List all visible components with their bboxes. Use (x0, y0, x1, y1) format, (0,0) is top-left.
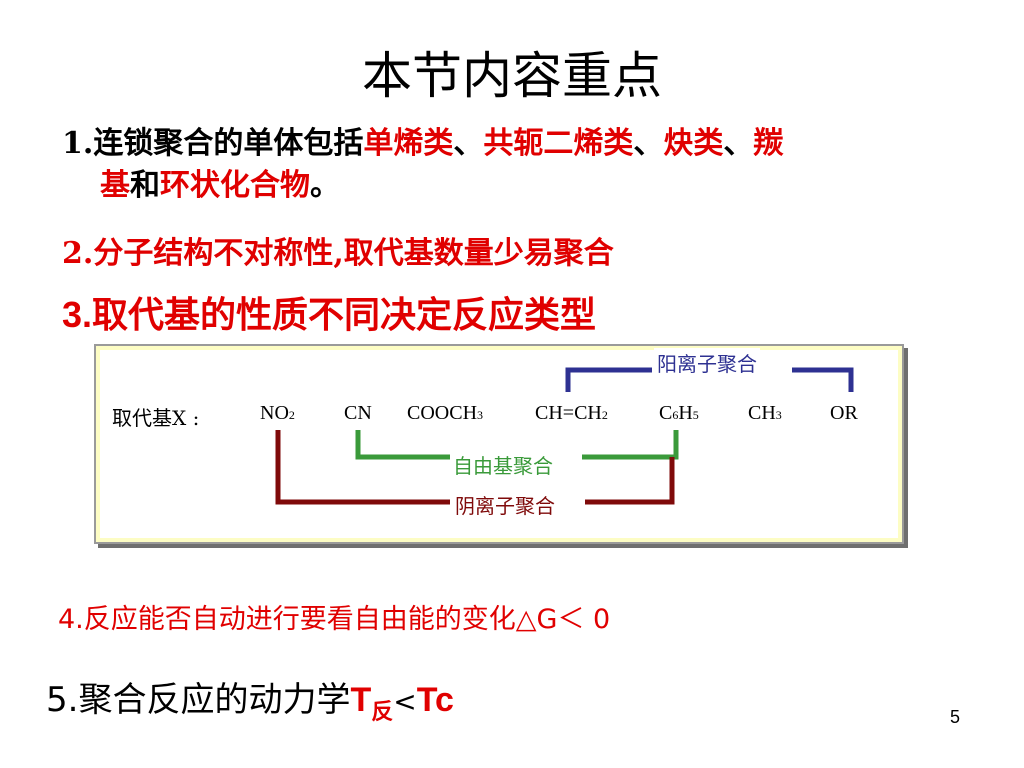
point-5-less-than: < (393, 685, 417, 718)
cationic-bracket (565, 367, 854, 392)
group-subscript: 3 (775, 408, 782, 422)
group-text: C (659, 402, 673, 424)
substituent-x-label: 取代基X : (112, 406, 200, 430)
group-ch3: CH3 (748, 402, 782, 425)
point-2: 2.分子结构不对称性,取代基数量少易聚合 (62, 236, 614, 271)
term-carbonyl-part-1: 羰 (753, 126, 784, 161)
point-5-t: T (350, 681, 372, 719)
radical-bracket (355, 430, 679, 460)
anionic-bracket (275, 430, 675, 505)
point-3-number: 3. (62, 294, 93, 335)
group-text: CN (344, 402, 372, 424)
point-1-text-a: 连锁聚合的单体包括 (93, 126, 364, 161)
group-subscript: 6 (672, 408, 679, 422)
page-title: 本节内容重点 (362, 47, 662, 105)
group-subscript: 2 (288, 408, 295, 422)
point-5: 5.聚合反应的动力学T反<Tc (46, 672, 454, 726)
group-text: OR (830, 402, 858, 424)
point-3-text: 取代基的性质不同决定反应类型 (92, 295, 597, 336)
term-conjugated-dienes: 共轭二烯类 (483, 126, 634, 161)
cationic-label: 阳离子聚合 (654, 348, 760, 377)
page-number: 5 (950, 707, 961, 727)
group-ch-ch2: CH=CH2 (535, 402, 608, 425)
group-subscript: 3 (477, 408, 484, 422)
point-4: 4.反应能否自动进行要看自由能的变化△G＜ 0 (58, 604, 611, 635)
term-cyclic-compounds: 环状化合物 (160, 168, 310, 203)
group-cn: CN (344, 402, 372, 425)
group-text: H (678, 402, 693, 424)
group-subscript: 5 (692, 408, 699, 422)
point-5-sub: 反 (371, 699, 394, 725)
anionic-label: 阴离子聚合 (452, 490, 558, 519)
term-alkynes: 炔类 (663, 126, 724, 161)
group-cooch3: COOCH3 (407, 402, 483, 425)
group-text: NO (260, 402, 289, 424)
group-text: COOCH (407, 402, 478, 424)
group-c6h5: C6H5 (659, 402, 699, 425)
separator: 、 (453, 126, 484, 161)
point-5-text: 5.聚合反应的动力学 (46, 680, 351, 720)
separator: 、 (633, 126, 664, 161)
group-or: OR (830, 402, 858, 425)
point-1-line-2: 基和环状化合物。 (100, 166, 340, 206)
point-5-tc: Tc (416, 681, 454, 719)
group-text: CH (748, 402, 776, 424)
group-text: CH=CH (535, 402, 602, 424)
term-monoolefins: 单烯类 (363, 126, 454, 161)
term-carbonyl-part-2: 基 (100, 168, 130, 203)
period: 。 (310, 168, 340, 203)
point-1-prefix: 1. (62, 126, 94, 161)
group-subscript: 2 (601, 408, 608, 422)
separator: 、 (723, 126, 754, 161)
point-1-line-1: 1.连锁聚合的单体包括单烯类、共轭二烯类、炔类、羰 (62, 124, 783, 164)
conjunction: 和 (130, 168, 160, 203)
point-3: 3.取代基的性质不同决定反应类型 (62, 286, 596, 338)
group-no2: NO2 (260, 402, 295, 425)
radical-label: 自由基聚合 (450, 450, 556, 479)
